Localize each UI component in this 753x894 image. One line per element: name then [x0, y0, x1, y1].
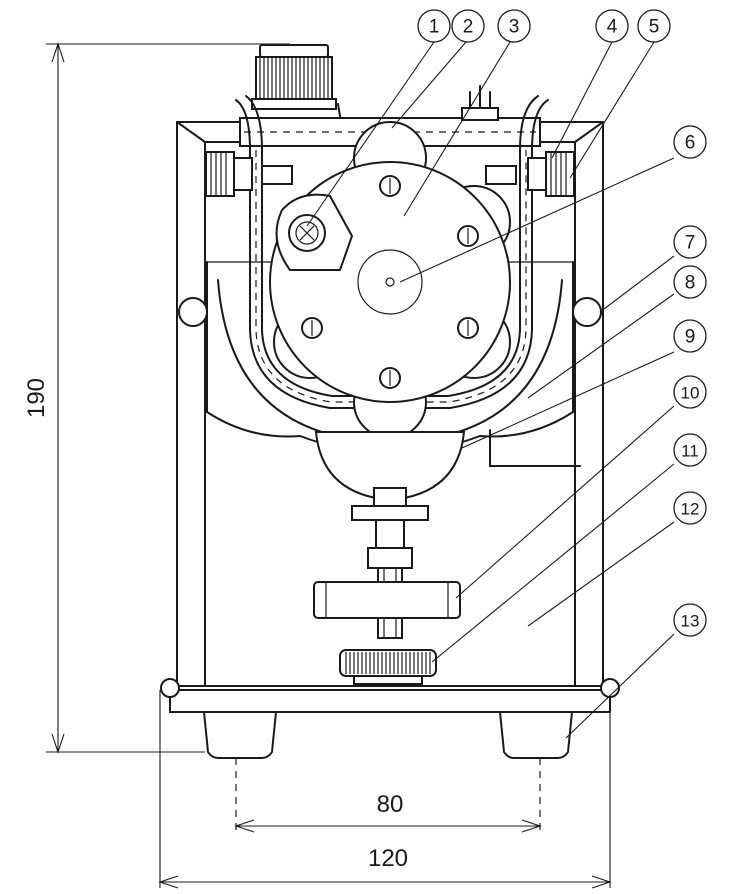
callout-10: 10 [673, 375, 707, 409]
speed-knob [251, 44, 343, 129]
adjust-cradle [314, 429, 581, 639]
left-clamp [205, 151, 293, 197]
adjust-knob [339, 649, 437, 685]
svg-text:6: 6 [685, 133, 696, 154]
callout-13: 13 [673, 603, 707, 637]
svg-text:4: 4 [607, 17, 618, 38]
callout-11: 11 [673, 433, 707, 467]
callout-2: 2 [451, 9, 485, 43]
width-dimension: 120 [158, 690, 612, 889]
svg-text:9: 9 [685, 327, 696, 348]
callout-7: 7 [673, 225, 707, 259]
tube-holder [275, 193, 354, 271]
svg-text:11: 11 [681, 442, 699, 461]
callout-8: 8 [673, 265, 707, 299]
callout-9: 9 [673, 319, 707, 353]
svg-text:10: 10 [681, 384, 700, 403]
callout-4: 4 [595, 9, 629, 43]
height-dimension: 190 [23, 42, 290, 754]
callout-12: 12 [673, 491, 707, 525]
base-feet [160, 678, 620, 759]
pressure-plate [313, 581, 461, 619]
svg-text:5: 5 [649, 17, 660, 38]
callout-6: 6 [673, 125, 707, 159]
callout-5: 5 [637, 9, 671, 43]
svg-text:13: 13 [681, 612, 700, 631]
svg-text:12: 12 [681, 500, 700, 519]
svg-text:2: 2 [463, 17, 474, 38]
callout-3: 3 [497, 9, 531, 43]
right-clamp [485, 151, 575, 197]
side-knobs [178, 297, 602, 327]
leader-lines [306, 41, 675, 739]
svg-text:8: 8 [685, 273, 696, 294]
svg-text:7: 7 [685, 233, 696, 254]
width-label: 120 [368, 845, 408, 872]
svg-text:1: 1 [429, 17, 440, 38]
height-dimension-label: 190 [23, 378, 50, 418]
foot-spacing-dimension: 80 [234, 758, 542, 833]
foot-spacing-label: 80 [377, 791, 404, 818]
svg-text:3: 3 [509, 17, 520, 38]
callout-1: 1 [417, 9, 451, 43]
